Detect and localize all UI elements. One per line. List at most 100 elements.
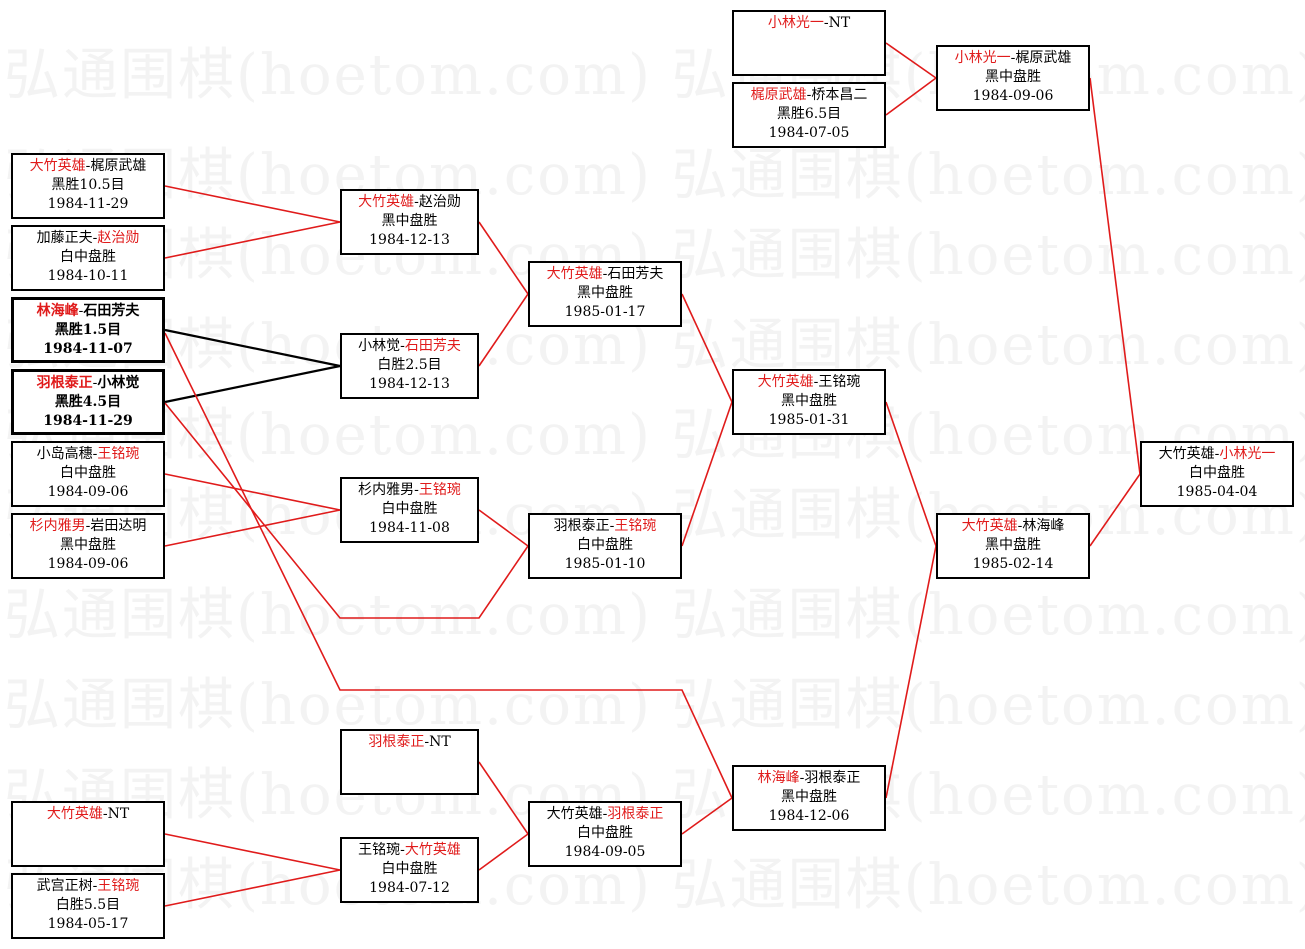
match-result: 黑胜4.5目 xyxy=(54,394,122,410)
match-players: 杉内雅男-王铭琬 xyxy=(342,481,477,500)
match-players: 大竹英雄-小林光一 xyxy=(1142,445,1292,464)
connector-line xyxy=(1089,77,1141,475)
player-name: NT xyxy=(429,734,451,750)
match-result: 白中盘胜 xyxy=(381,501,438,517)
match-date: 1984-12-13 xyxy=(369,232,450,248)
match-result: 黑中盘胜 xyxy=(985,537,1041,553)
match-date: 1984-12-13 xyxy=(369,376,450,392)
player-separator: - xyxy=(1010,50,1016,66)
player-separator: - xyxy=(602,266,608,282)
match-date: 1984-07-05 xyxy=(768,125,850,141)
player-separator: - xyxy=(92,878,98,894)
match-players: 小岛高穗-王铭琬 xyxy=(13,445,163,464)
player-name: 王铭琬 xyxy=(818,374,861,390)
player-name: NT xyxy=(828,15,851,31)
match-players: 羽根泰正-NT xyxy=(342,733,477,752)
connector-line xyxy=(681,797,733,835)
match-result: 黑中盘胜 xyxy=(985,69,1041,85)
player-separator: - xyxy=(806,87,812,103)
match-date: 1984-10-11 xyxy=(47,268,129,284)
player-separator: - xyxy=(414,482,419,498)
player-name: 杉内雅男 xyxy=(358,482,415,498)
winner-name: 大竹英雄 xyxy=(961,518,1018,534)
match-date: 1984-11-29 xyxy=(47,196,129,212)
match-result: 黑胜10.5目 xyxy=(51,177,125,193)
winner-name: 羽根泰正 xyxy=(607,806,664,822)
player-name: 梶原武雄 xyxy=(1015,50,1072,66)
winner-name: 王铭琬 xyxy=(97,446,140,462)
connector-line xyxy=(885,401,937,547)
connector-line xyxy=(164,364,341,404)
player-name: 加藤正夫 xyxy=(36,230,93,246)
connector-line xyxy=(164,869,341,907)
match-players: 杉内雅男-岩田达明 xyxy=(13,517,163,536)
player-separator: - xyxy=(609,518,615,534)
winner-name: 小林光一 xyxy=(767,15,824,31)
winner-name: 王铭琬 xyxy=(614,518,657,534)
connector-line xyxy=(681,293,733,403)
connector-line xyxy=(164,509,341,547)
winner-name: 大竹英雄 xyxy=(757,374,814,390)
match-box[interactable]: 小林光一-NT xyxy=(732,10,886,76)
player-name: 梶原武雄 xyxy=(90,158,147,174)
player-name: 小林觉 xyxy=(358,338,401,354)
winner-name: 小林光一 xyxy=(1219,446,1276,462)
connector-line xyxy=(164,221,341,259)
player-separator: - xyxy=(102,806,108,822)
match-date: 1984-07-12 xyxy=(369,880,450,896)
player-separator: - xyxy=(92,375,98,391)
connector-line xyxy=(478,509,529,547)
match-players: 大竹英雄-王铭琬 xyxy=(734,373,884,392)
player-name: 岩田达明 xyxy=(90,518,147,534)
player-separator: - xyxy=(400,338,405,354)
match-result: 白中盘胜 xyxy=(577,537,633,553)
connector-line xyxy=(164,833,341,871)
match-result: 白中盘胜 xyxy=(1189,465,1245,481)
match-date: 1985-01-31 xyxy=(768,412,850,428)
player-separator: - xyxy=(85,158,91,174)
player-separator: - xyxy=(424,734,430,750)
player-separator: - xyxy=(1214,446,1220,462)
connector-line xyxy=(885,77,937,116)
match-players: 大竹英雄-梶原武雄 xyxy=(13,157,163,176)
match-players: 林海峰-羽根泰正 xyxy=(734,769,884,788)
connector-line xyxy=(681,401,733,547)
winner-name: 林海峰 xyxy=(36,303,79,319)
player-name: 大竹英雄 xyxy=(1158,446,1215,462)
match-players: 羽根泰正-小林觉 xyxy=(14,374,162,393)
player-name: 林海峰 xyxy=(1022,518,1065,534)
match-date: 1985-04-04 xyxy=(1176,484,1258,500)
match-box[interactable]: 大竹英雄-NT xyxy=(11,801,165,867)
player-separator: - xyxy=(92,446,98,462)
match-date: 1985-01-10 xyxy=(564,556,646,572)
winner-name: 大竹英雄 xyxy=(29,158,86,174)
connector-line xyxy=(478,293,529,367)
match-players: 大竹英雄-NT xyxy=(13,805,163,824)
match-box[interactable]: 羽根泰正-NT xyxy=(340,729,479,795)
player-name: 石田芳夫 xyxy=(83,303,140,319)
player-separator: - xyxy=(602,806,608,822)
connector-line xyxy=(885,545,937,799)
winner-name: 小林光一 xyxy=(954,50,1011,66)
